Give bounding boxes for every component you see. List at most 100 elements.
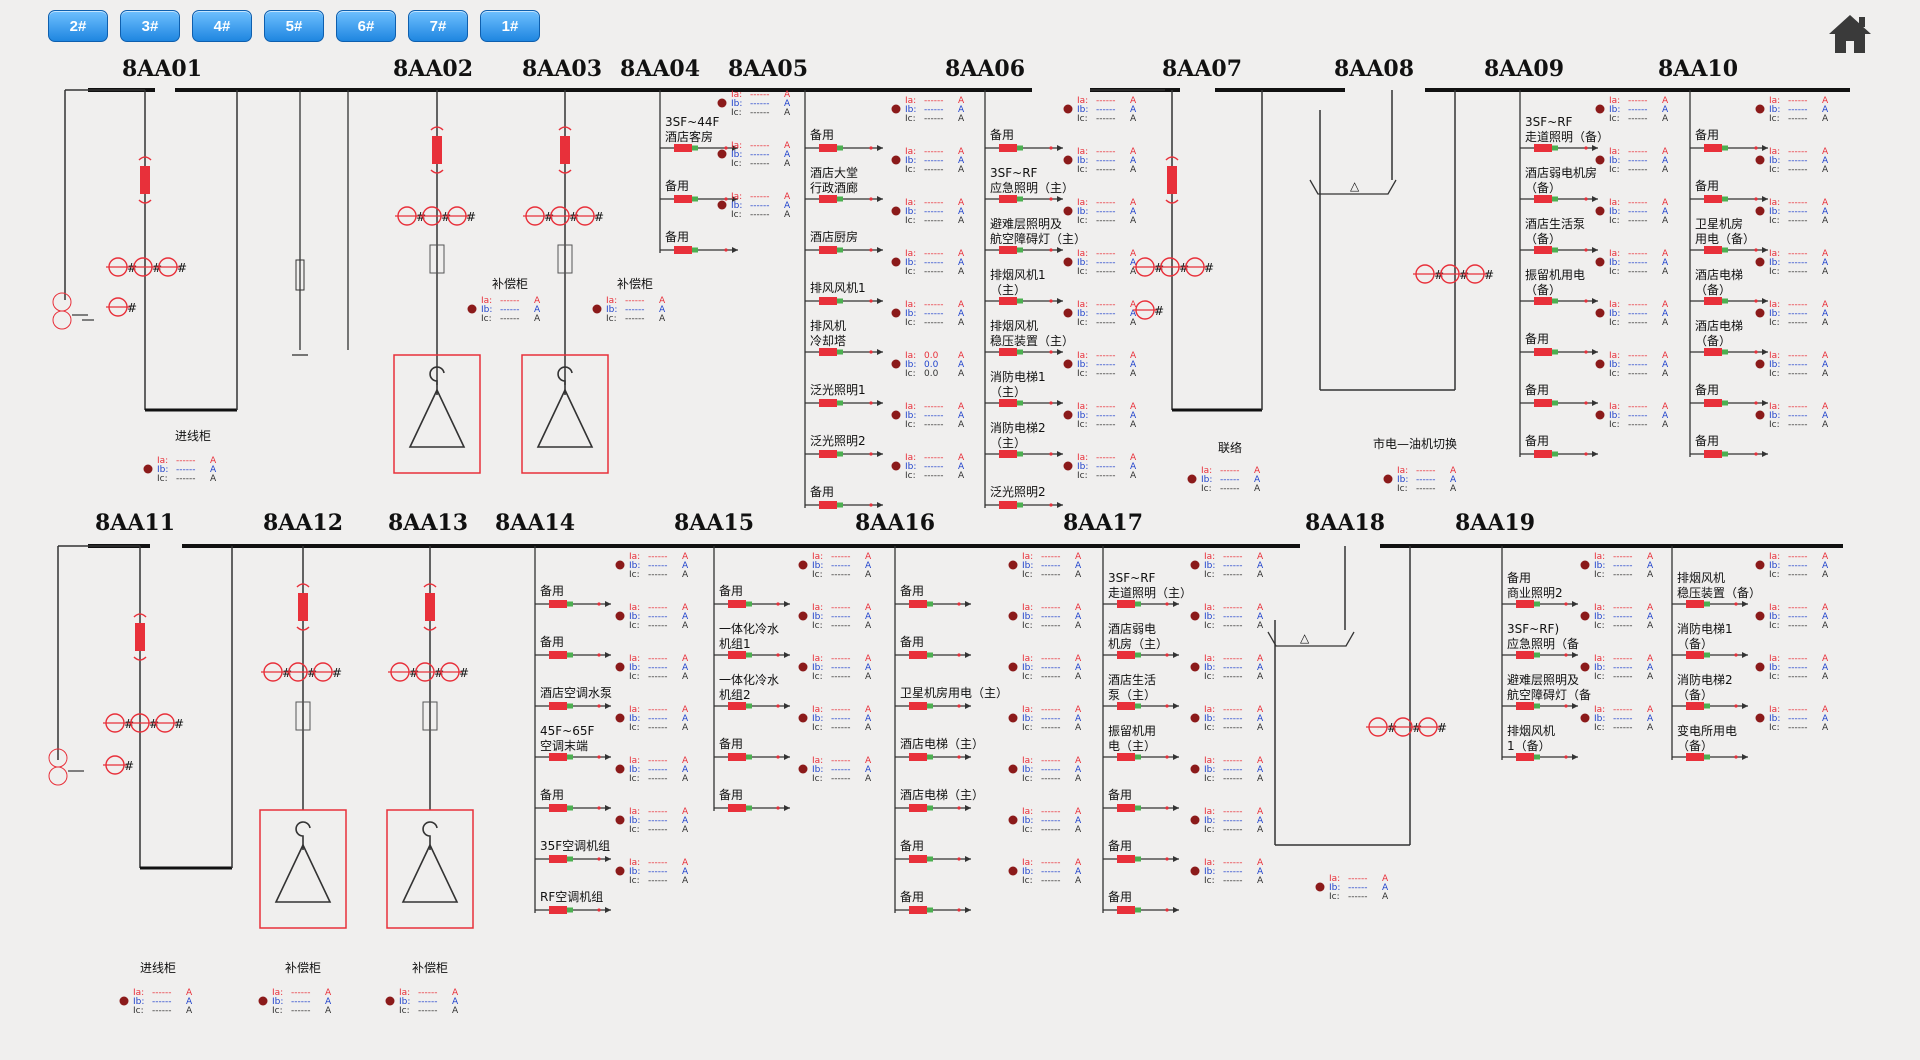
- meter-unit: A: [1257, 561, 1264, 571]
- ct-icon: [776, 806, 780, 810]
- meter-ic-value: ------: [1096, 471, 1116, 481]
- arrow-icon: [1742, 652, 1748, 658]
- tab-6[interactable]: 7#: [408, 10, 468, 42]
- meter-unit: A: [1257, 858, 1264, 868]
- breaker-icon: [999, 297, 1017, 305]
- tab-2[interactable]: 3#: [120, 10, 180, 42]
- arrow-icon: [732, 196, 738, 202]
- meter-unit: A: [958, 462, 965, 472]
- meter-unit: A: [1257, 714, 1264, 724]
- meter-ic-value: ------: [1223, 825, 1243, 835]
- breaker-icon: [1534, 399, 1552, 407]
- ats-switch-icon: [1309, 179, 1397, 195]
- meter-ib-label: Ib:: [1609, 156, 1620, 166]
- meter-ia-value: ------: [831, 654, 851, 664]
- tab-3[interactable]: 4#: [192, 10, 252, 42]
- tab-4[interactable]: 5#: [264, 10, 324, 42]
- meter-ib-value: ------: [1223, 663, 1243, 673]
- meter-unit: A: [186, 1006, 193, 1016]
- ct-mark: #: [409, 666, 419, 680]
- breaker-status-icon: [692, 196, 698, 202]
- home-icon[interactable]: [1826, 12, 1874, 56]
- ct-mark: #: [332, 666, 342, 680]
- tab-5[interactable]: 6#: [336, 10, 396, 42]
- meter-ia-label: Ia:: [812, 603, 823, 613]
- meter-ib-value: ------: [648, 663, 668, 673]
- feeder-aa06-0: 备用: [990, 128, 1014, 142]
- label-line: 泛光照明1: [810, 383, 866, 397]
- meter-indicator-icon: [1190, 815, 1200, 825]
- meter-ib-label: Ib:: [731, 99, 742, 109]
- breaker-icon: [909, 804, 927, 812]
- feeder-aa09-6: 备用: [1525, 434, 1549, 448]
- ct-icon: [1564, 704, 1568, 708]
- label-line: 应急照明（主）: [990, 180, 1074, 195]
- label-line: 备用: [1108, 839, 1132, 853]
- meter-indicator-icon: [1580, 611, 1590, 621]
- meter-ic-label: Ic:: [133, 1006, 144, 1016]
- circuit-breaker-icon: [135, 623, 145, 651]
- meter-ia-value: ------: [1613, 654, 1633, 664]
- label-line: 酒店生活: [1108, 673, 1156, 687]
- feeder-aa15-2: 一体化冷水机组2: [719, 673, 779, 702]
- meter-ia-value: ------: [1788, 198, 1808, 208]
- breaker-status-icon: [567, 754, 573, 760]
- meter-ic-label: Ic:: [1022, 774, 1033, 784]
- meter-ic-label: Ic:: [1769, 165, 1780, 175]
- tab-7[interactable]: 1#: [480, 10, 540, 42]
- label-line: 航空障碍灯（备: [1507, 687, 1591, 702]
- meter-indicator-icon: [891, 257, 901, 267]
- label-line: 备用: [900, 635, 924, 649]
- meter-ib-label: Ib:: [1201, 475, 1212, 485]
- feeder-aa14-6: RF空调机组: [540, 890, 603, 904]
- feeder-aa09-5: 备用: [1525, 383, 1549, 397]
- label-line: 稳压装置（主）: [990, 333, 1074, 348]
- meter-ib-value: ------: [1348, 883, 1368, 893]
- meter-indicator-icon: [1580, 560, 1590, 570]
- meter-unit: A: [682, 663, 689, 673]
- meter-ic-value: ------: [1223, 672, 1243, 682]
- meter-ic-label: Ic:: [1077, 318, 1088, 328]
- meter-unit: A: [865, 561, 872, 571]
- ct-mark: #: [1387, 721, 1397, 735]
- meter-unit: A: [865, 723, 872, 733]
- meter-unit: A: [865, 705, 872, 715]
- meter-unit: A: [1647, 552, 1654, 562]
- meter-ia-value: ------: [1613, 603, 1633, 613]
- meter-indicator-icon: [1755, 257, 1765, 267]
- meter-ia-label: Ia:: [1077, 402, 1088, 412]
- meter-unit: A: [1822, 360, 1829, 370]
- arrow-icon: [1762, 349, 1768, 355]
- breaker-icon: [1686, 651, 1704, 659]
- meter-ic-value: ------: [924, 114, 944, 124]
- meter-ia-label: Ia:: [1594, 654, 1605, 664]
- meter-ic-label: Ic:: [1204, 876, 1215, 886]
- meter-indicator-icon: [1755, 662, 1765, 672]
- meter-unit: A: [1822, 552, 1829, 562]
- meter-ia-value: ------: [1096, 147, 1116, 157]
- feeder-aa06-4: 排烟风机稳压装置（主）: [990, 319, 1074, 348]
- label-line: 酒店电梯（主）: [900, 788, 984, 802]
- breaker-status-icon: [1017, 502, 1023, 508]
- breaker-status-icon: [837, 349, 843, 355]
- meter-unit: A: [1647, 612, 1654, 622]
- meter-ic-value: ------: [1788, 723, 1808, 733]
- ct-icon: [1584, 146, 1588, 150]
- breaker-status-icon: [1135, 907, 1141, 913]
- arrow-icon: [1057, 400, 1063, 406]
- feeder-aa05-1: 酒店大堂行政酒廊: [810, 166, 858, 195]
- capacitor-delta-icon: [274, 843, 332, 903]
- meter-ic-label: Ic:: [1769, 672, 1780, 682]
- feeder-aa19a-2: 避难层照明及航空障碍灯（备: [1507, 673, 1591, 702]
- meter-unit: A: [865, 765, 872, 775]
- tab-1[interactable]: 2#: [48, 10, 108, 42]
- breaker-icon: [549, 753, 567, 761]
- meter-indicator-icon: [891, 206, 901, 216]
- meter-ib-label: Ib:: [905, 360, 916, 370]
- breaker-status-icon: [1534, 601, 1540, 607]
- meter-ib-label: Ib:: [812, 612, 823, 622]
- meter-ib-label: Ib:: [629, 867, 640, 877]
- capacitor-icon: [295, 821, 311, 850]
- meter-unit: A: [1822, 402, 1829, 412]
